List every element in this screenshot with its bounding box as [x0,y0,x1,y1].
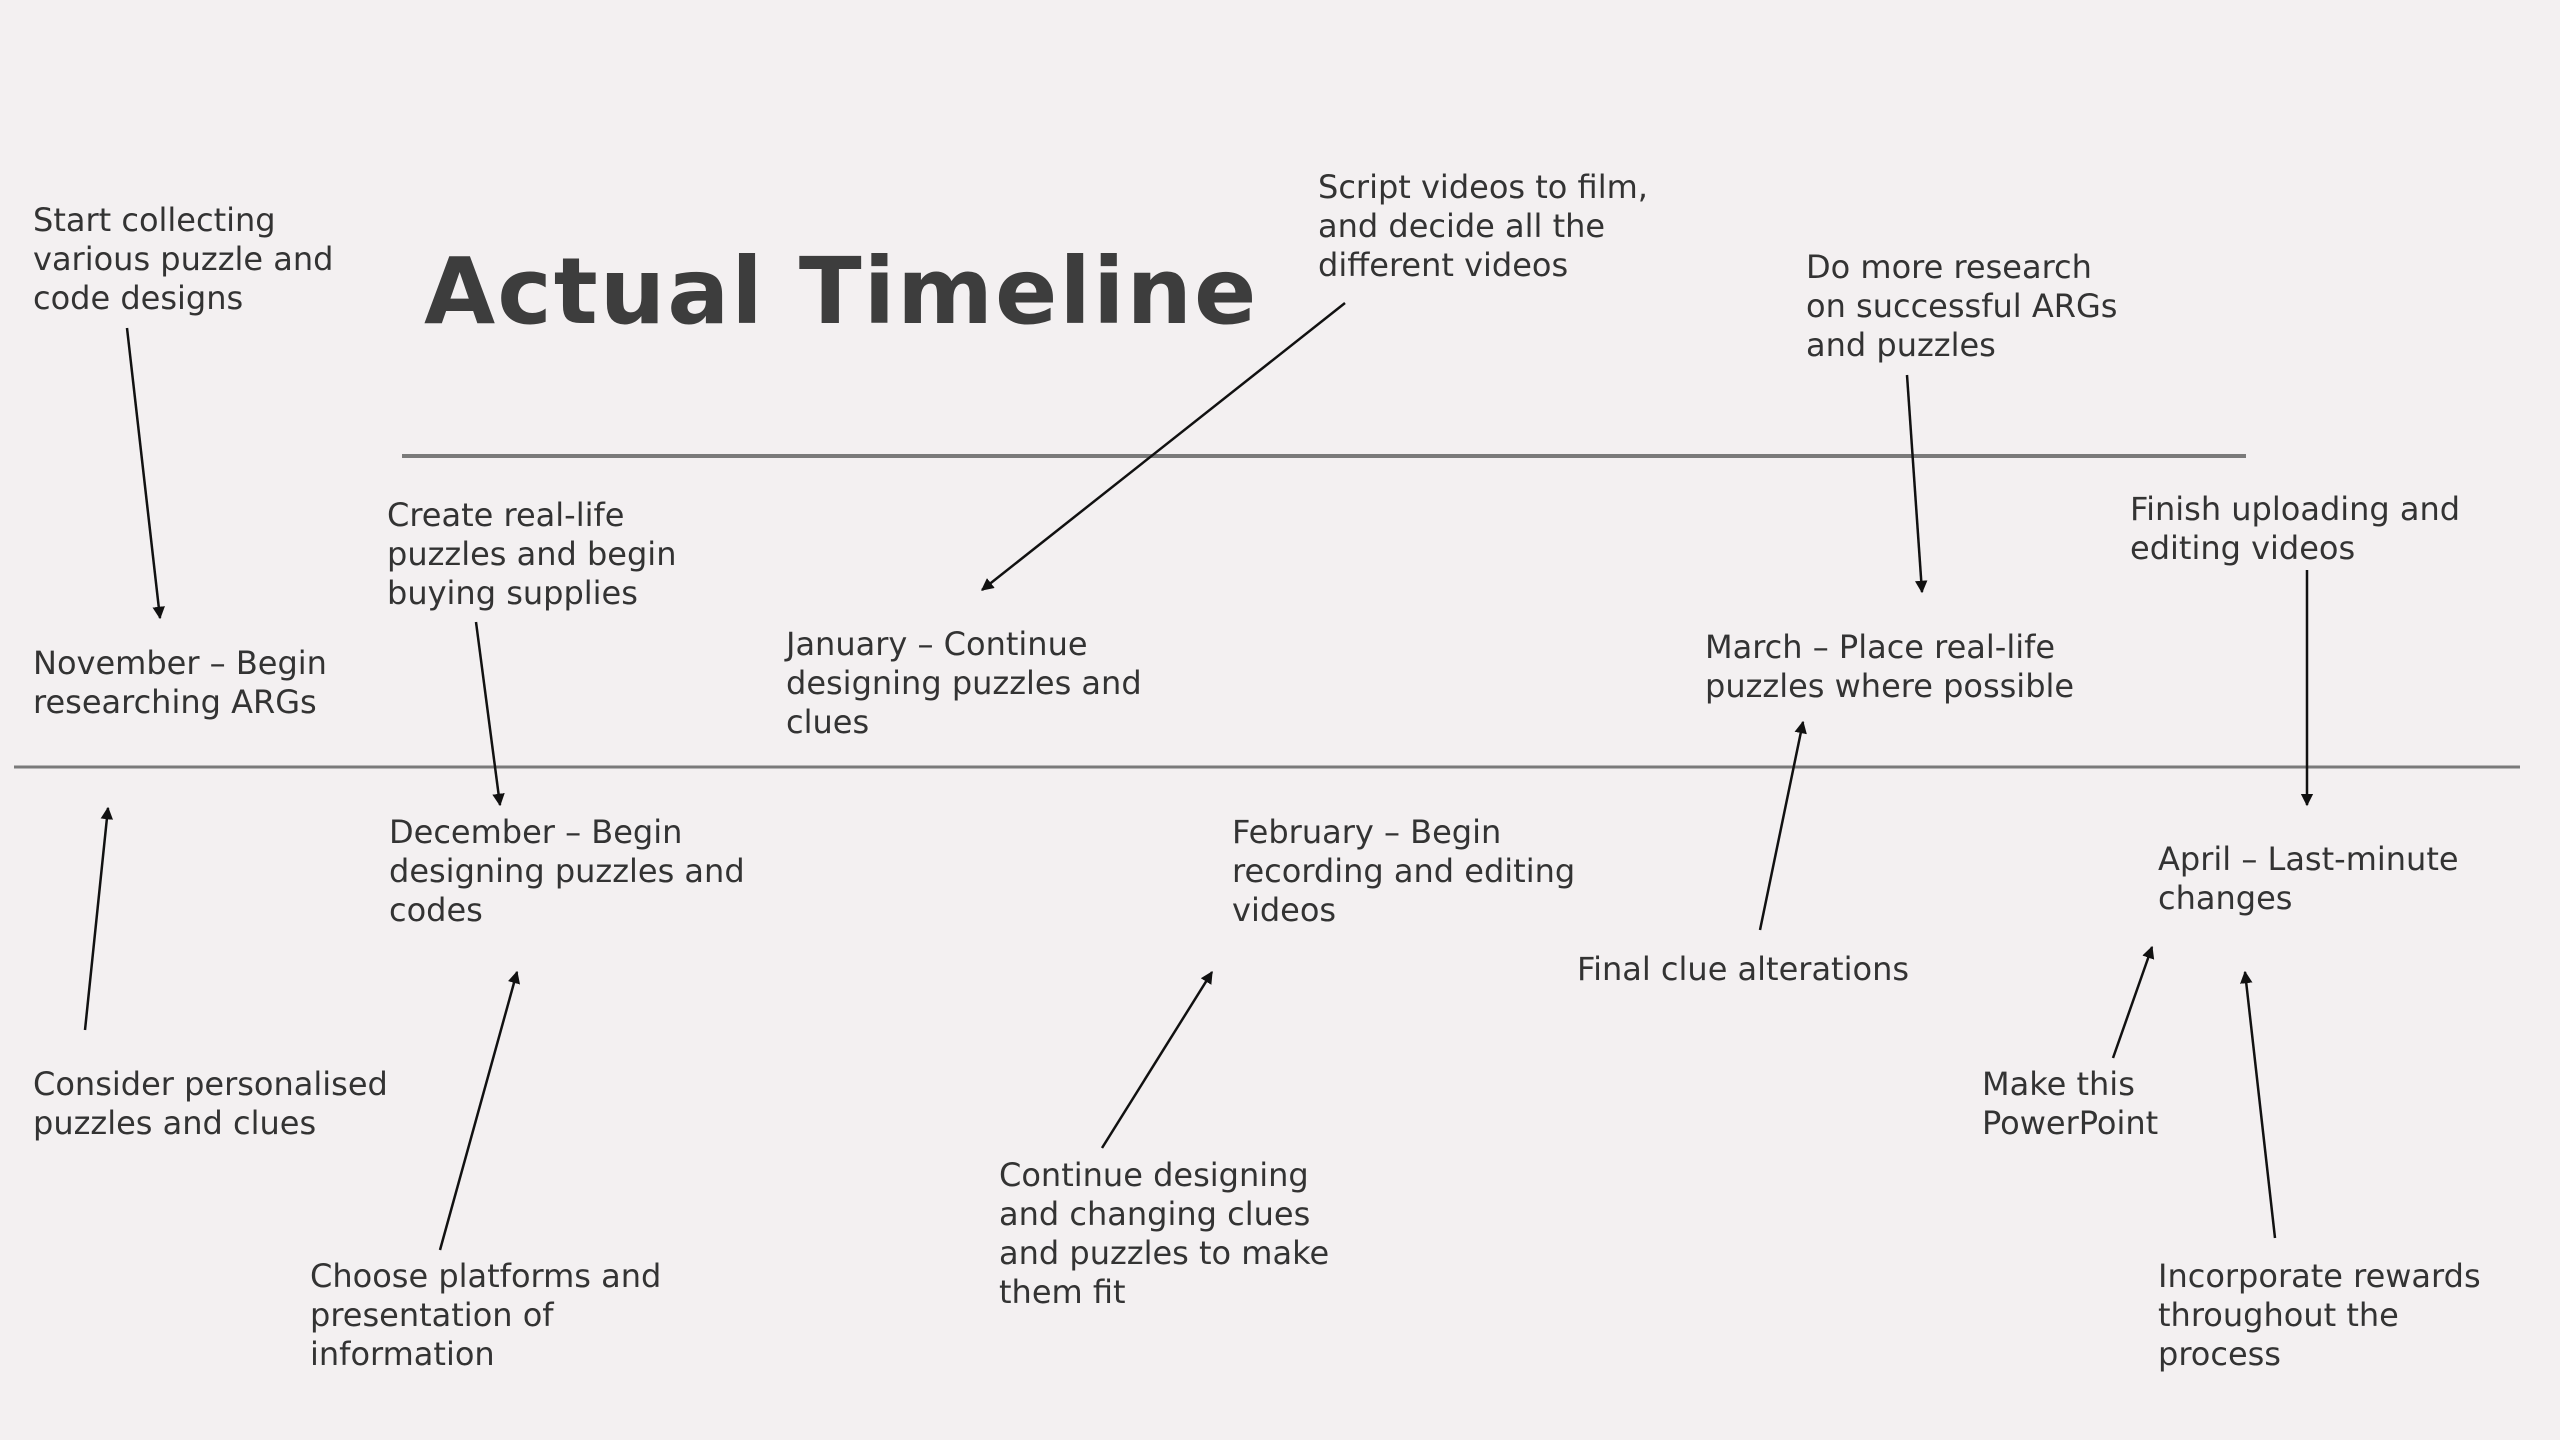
note-start-collecting: Start collecting various puzzle and code… [33,201,334,317]
arrow-start-collecting [125,327,165,620]
note-incorporate-rewards: Incorporate rewards throughout the proce… [2158,1257,2481,1373]
note-make-powerpoint: Make this PowerPoint [1982,1065,2159,1142]
note-finish-uploading: Finish uploading and editing videos [2130,490,2461,567]
milestone-february: February – Begin recording and editing v… [1232,813,1576,929]
note-do-more-research: Do more research on successful ARGs and … [1806,248,2118,364]
note-continue-designing: Continue designing and changing clues an… [999,1156,1330,1311]
arrow-do-more-research [1905,374,1928,594]
milestone-november: November – Begin researching ARGs [33,644,327,721]
arrow-make-powerpoint [2111,945,2155,1059]
arrow-create-real-life [474,621,505,807]
arrow-choose-platforms [438,970,521,1251]
arrow-script-videos [981,302,1346,591]
note-script-videos: Script videos to film, and decide all th… [1318,168,1648,284]
page-title: Actual Timeline [424,238,1259,345]
arrow-incorporate-rewards [2240,970,2277,1239]
milestone-december: December – Begin designing puzzles and c… [389,813,745,929]
arrow-consider-personalised [83,806,114,1031]
arrow-continue-designing [1100,970,1214,1149]
arrow-final-clue [1758,720,1807,931]
note-choose-platforms: Choose platforms and presentation of inf… [310,1257,662,1373]
note-create-real-life: Create real-life puzzles and begin buyin… [387,496,677,612]
milestone-march: March – Place real-life puzzles where po… [1705,628,2075,705]
note-consider-personalised: Consider personalised puzzles and clues [33,1065,388,1142]
milestone-january: January – Continue designing puzzles and… [786,625,1142,741]
note-final-clue: Final clue alterations [1577,950,1910,988]
milestone-april: April – Last-minute changes [2158,840,2459,917]
